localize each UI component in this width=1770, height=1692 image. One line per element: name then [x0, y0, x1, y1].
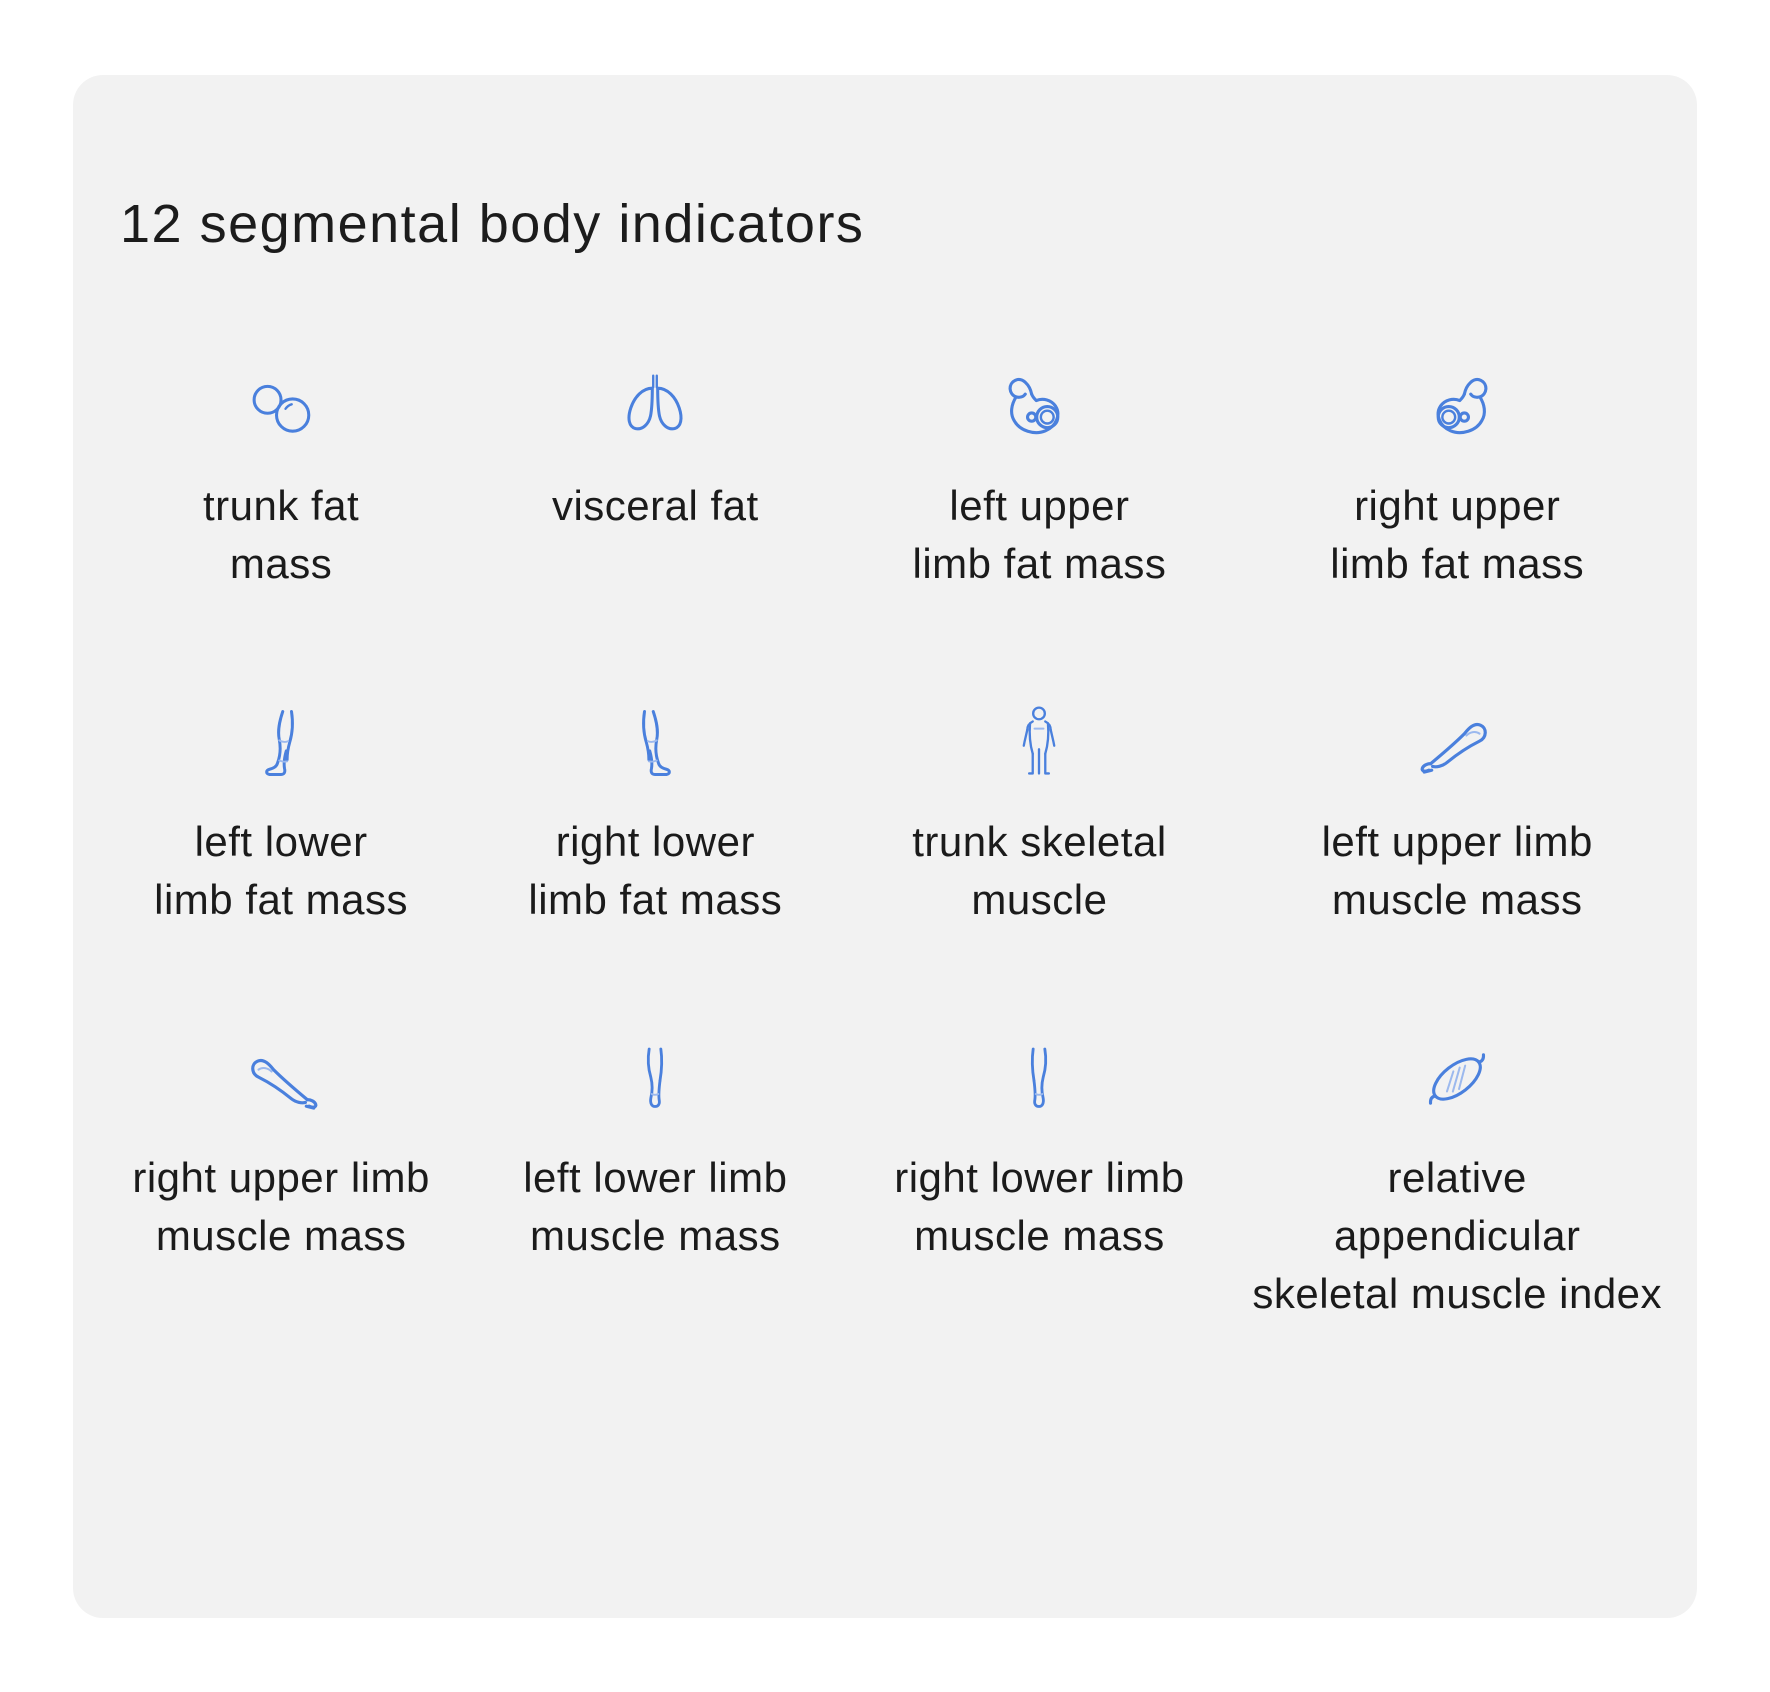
- indicator-label: left upper limb muscle mass: [1321, 818, 1593, 923]
- indicator-right-lower-limb-muscle: right lower limb muscle mass: [841, 1029, 1237, 1323]
- indicator-right-lower-limb-fat: right lower limb fat mass: [469, 693, 841, 929]
- indicator-label: left lower limb fat mass: [154, 818, 409, 923]
- indicator-relative-appendicular-smi: relative appendicular skeletal muscle in…: [1237, 1029, 1677, 1323]
- calf-left-icon: [469, 1029, 841, 1129]
- indicator-left-lower-limb-muscle: left lower limb muscle mass: [469, 1029, 841, 1323]
- indicator-left-upper-limb-fat: left upper limb fat mass: [841, 357, 1237, 593]
- indicator-right-upper-limb-muscle: right upper limb muscle mass: [93, 1029, 469, 1323]
- indicator-label: right lower limb fat mass: [528, 818, 783, 923]
- indicator-label: trunk fat mass: [202, 482, 360, 588]
- indicator-left-upper-limb-muscle: left upper limb muscle mass: [1237, 693, 1677, 929]
- muscle-fiber-icon: [1237, 1029, 1677, 1129]
- calf-right-icon: [841, 1029, 1237, 1129]
- indicator-visceral-fat: visceral fat: [469, 357, 841, 593]
- segmental-indicators-card: 12 segmental body indicators trunk fat m…: [73, 75, 1697, 1618]
- indicator-label: left upper limb fat mass: [912, 482, 1167, 588]
- leg-right-icon: [469, 693, 841, 793]
- indicator-label: relative appendicular skeletal muscle in…: [1252, 1153, 1663, 1317]
- body-figure-icon: [841, 693, 1237, 793]
- lungs-icon: [469, 357, 841, 457]
- indicator-trunk-skeletal-muscle: trunk skeletal muscle: [841, 693, 1237, 929]
- indicator-label: right lower limb muscle mass: [894, 1153, 1185, 1259]
- indicator-label: visceral fat: [551, 482, 759, 530]
- arm-muscle-left-icon: [1237, 693, 1677, 793]
- flexed-arm-fat-right-icon: [1237, 357, 1677, 457]
- indicator-label: right upper limb muscle mass: [132, 1153, 430, 1259]
- indicators-grid: trunk fat mass visceral fat: [93, 357, 1677, 1323]
- fat-cells-icon: [93, 357, 469, 457]
- indicator-right-upper-limb-fat: right upper limb fat mass: [1237, 357, 1677, 593]
- indicator-trunk-fat-mass: trunk fat mass: [93, 357, 469, 593]
- indicator-label: left lower limb muscle mass: [523, 1153, 788, 1259]
- flexed-arm-fat-left-icon: [841, 357, 1237, 457]
- indicator-label: trunk skeletal muscle: [912, 818, 1167, 923]
- leg-left-icon: [93, 693, 469, 793]
- page-title: 12 segmental body indicators: [120, 194, 865, 254]
- indicator-label: right upper limb fat mass: [1330, 482, 1585, 588]
- indicator-left-lower-limb-fat: left lower limb fat mass: [93, 693, 469, 929]
- arm-muscle-right-icon: [93, 1029, 469, 1129]
